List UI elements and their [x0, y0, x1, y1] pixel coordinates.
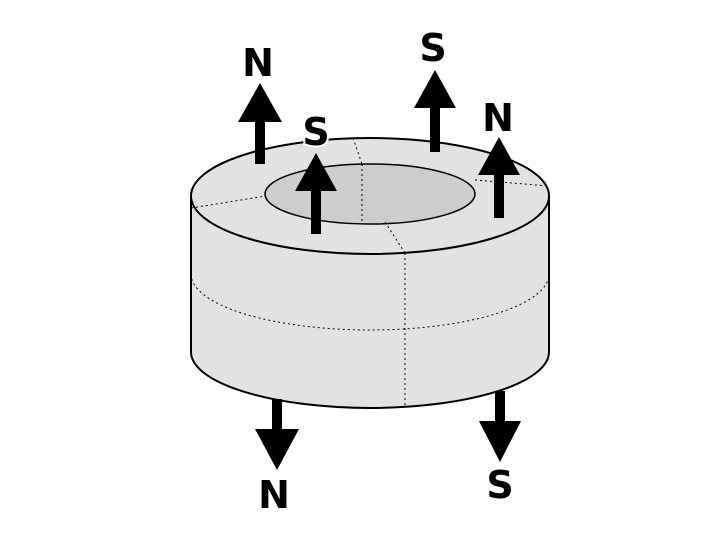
- pole-label-top-left: N: [242, 41, 274, 85]
- arrow-top-right: [478, 137, 520, 218]
- pole-label-top-middle: S: [419, 26, 446, 70]
- pole-label-top-right: N: [482, 96, 514, 140]
- pole-label-inner: S: [302, 110, 329, 154]
- ring-middle-seam: [190, 273, 550, 331]
- top-seam-front: [384, 221, 406, 254]
- arrow-inner: [295, 153, 337, 234]
- pole-label-bottom-left: N: [258, 473, 290, 517]
- ring-outer-side: [191, 196, 549, 408]
- arrow-top-left: [238, 83, 282, 164]
- arrow-top-middle: [414, 70, 456, 152]
- ring-bottom-edge: [190, 351, 550, 409]
- ring-hole: [264, 163, 476, 225]
- arrow-bottom-right: [479, 391, 521, 462]
- arrow-bottom-left: [255, 399, 299, 470]
- pole-label-bottom-right: S: [486, 463, 513, 507]
- top-seam-right: [474, 179, 550, 187]
